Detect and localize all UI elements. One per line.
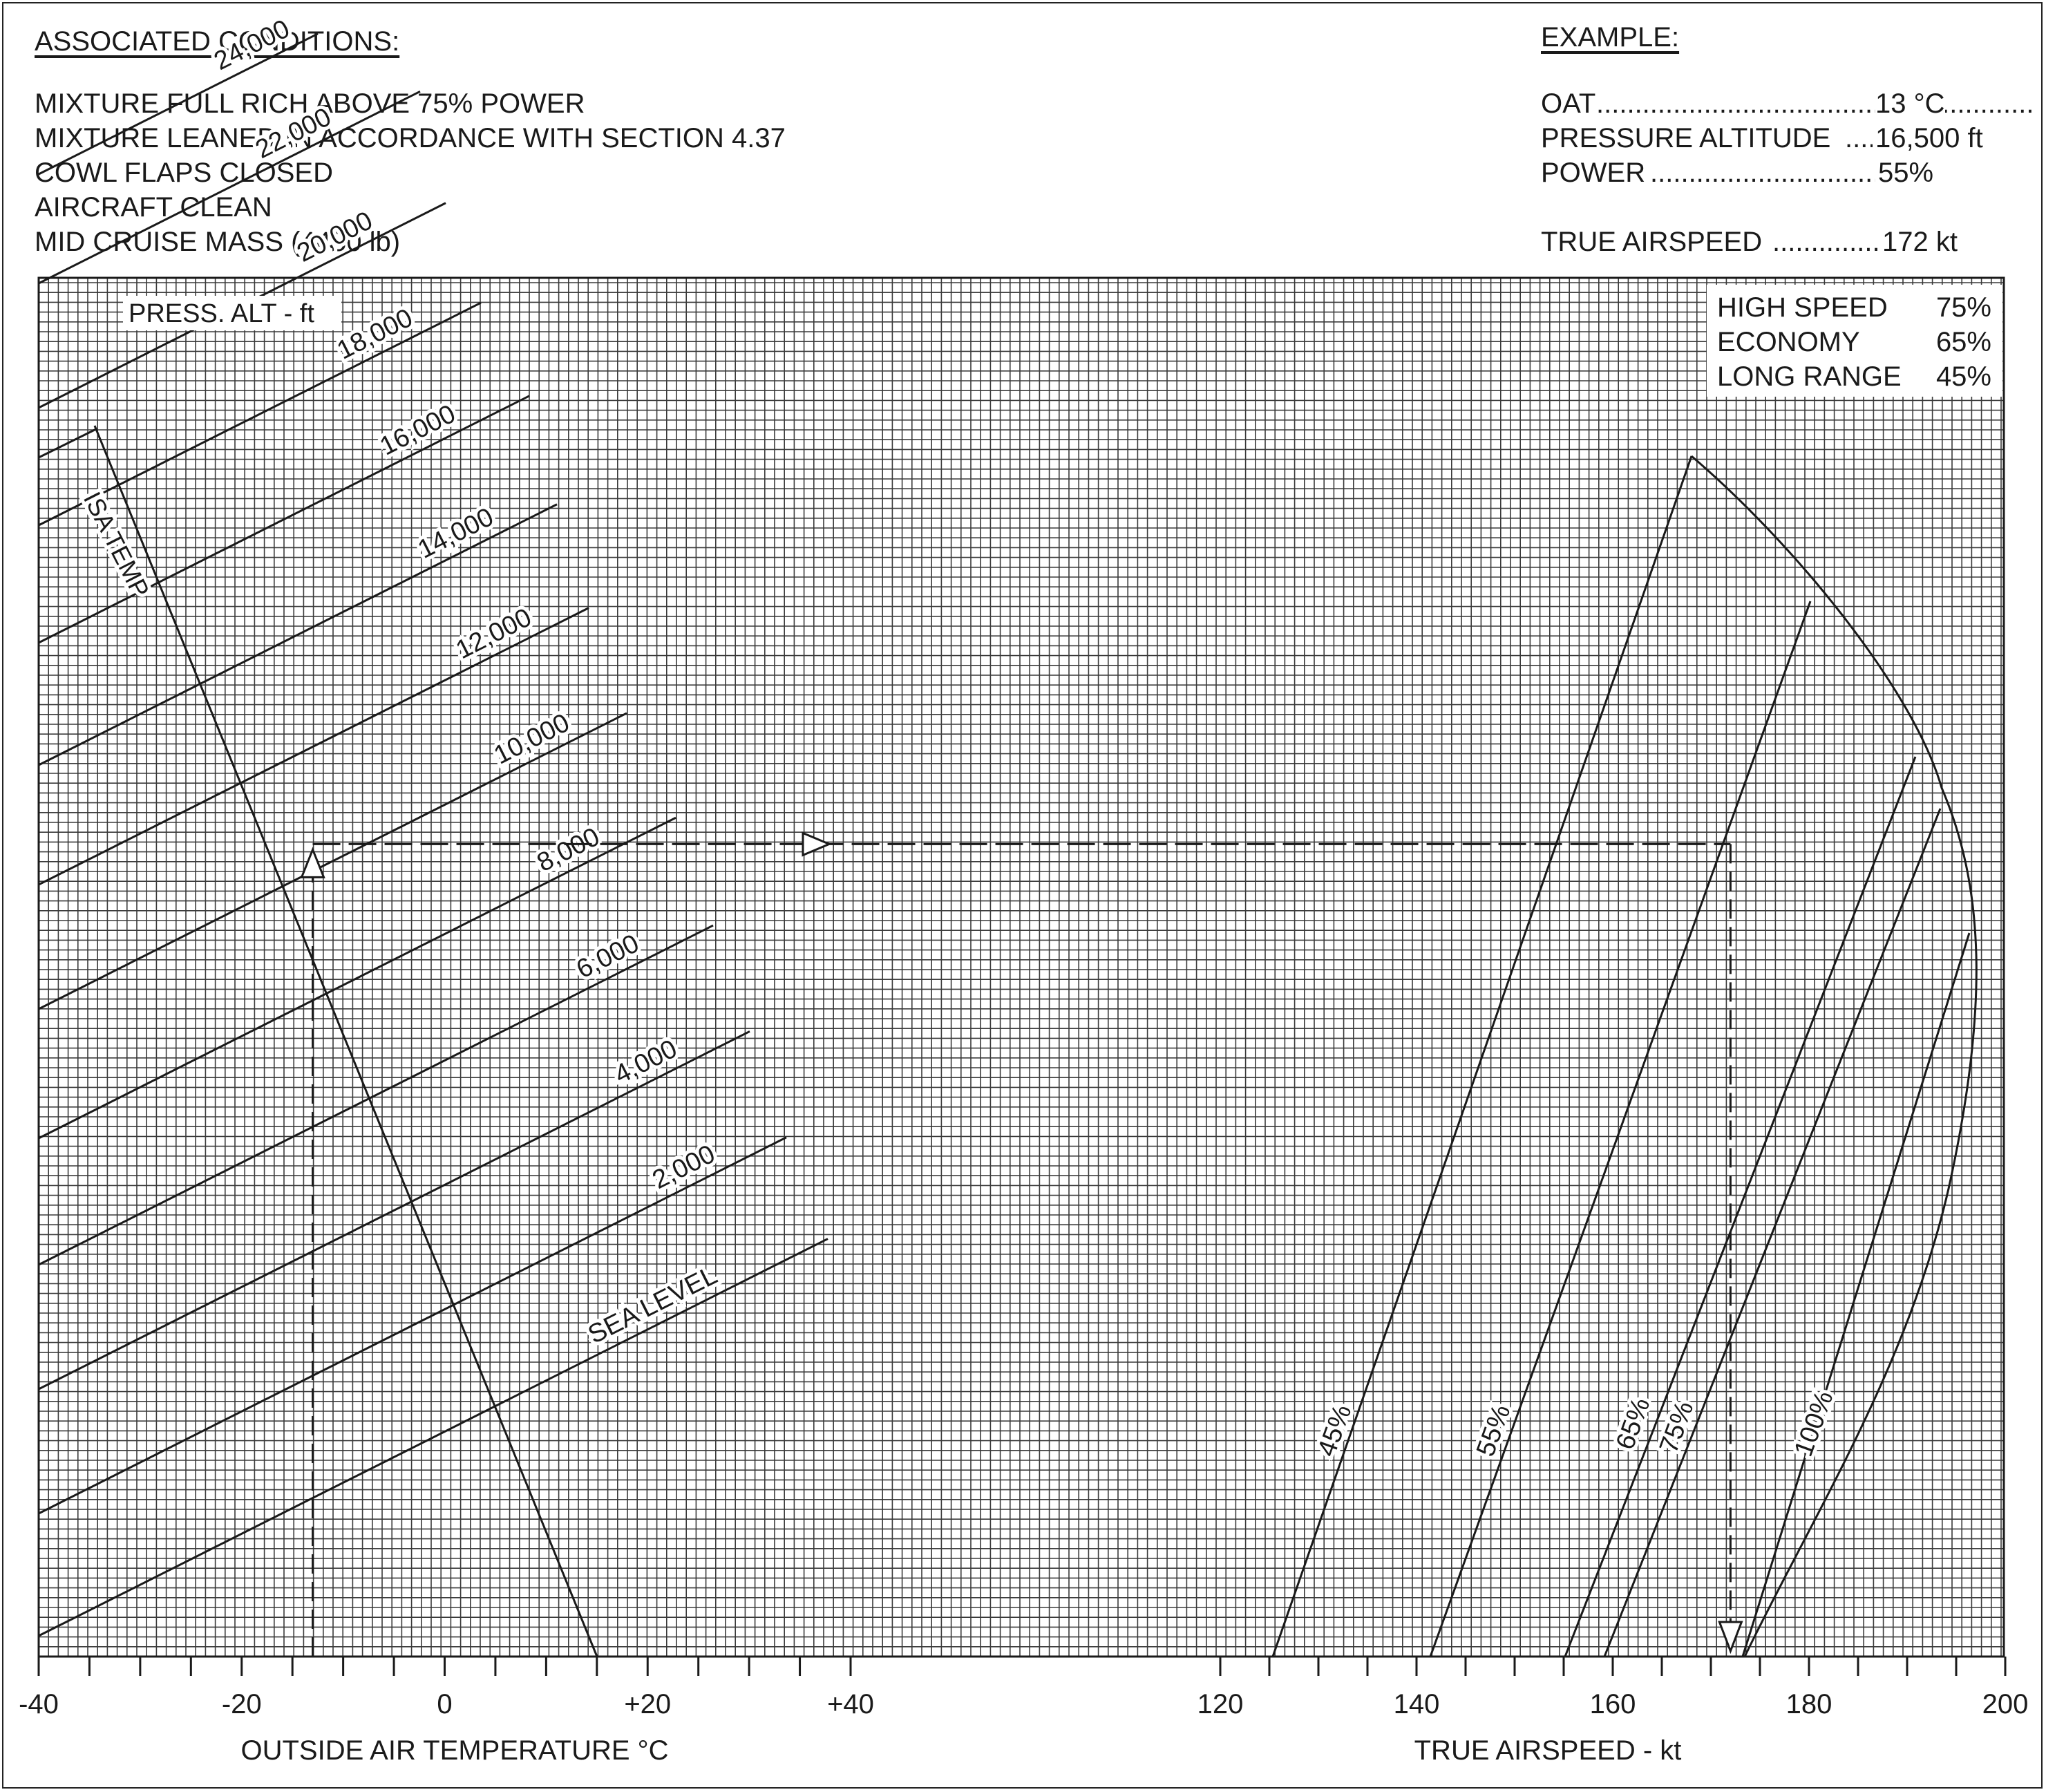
condition-line: MID CRUISE MASS (4450 lb): [35, 227, 401, 257]
altitude-line: [38, 816, 676, 1140]
power-line-55pct: [1429, 601, 1812, 1657]
power-line-75pct: [1603, 808, 1942, 1657]
grid-lines: [38, 278, 2004, 1657]
example-alt-label: PRESSURE ALTITUDE: [1541, 123, 1831, 153]
temp-tick-label: -20: [222, 1689, 262, 1719]
condition-line: MIXTURE FULL RICH ABOVE 75% POWER: [35, 88, 585, 119]
condition-line: MIXTURE LEANED IN ACCORDANCE WITH SECTIO…: [35, 123, 786, 153]
power-line-45pct: [1271, 455, 1693, 1657]
example-path: [300, 831, 1743, 1657]
altitude-line: [38, 607, 589, 886]
condition-line: AIRCRAFT CLEAN: [35, 192, 272, 223]
tas-axis-title: TRUE AIRSPEED - kt: [1414, 1735, 1682, 1766]
chart-labels: PRESS. ALT - ft HIGH SPEED 75% ECONOMY 65% LO…: [123, 285, 2002, 397]
example-tas-row: TRUE AIRSPEED ................ 172 kt: [1541, 228, 2025, 258]
example-tas-label: TRUE AIRSPEED: [1541, 227, 1763, 257]
temp-tick-label: +40: [827, 1689, 874, 1719]
altitude-line: [38, 91, 421, 285]
example-oat-row: OAT ....................................…: [1541, 88, 2034, 120]
example-tas-value: 172 kt: [1882, 227, 1958, 257]
example-alt-value: 16,500 ft: [1875, 123, 1983, 153]
example-heading: EXAMPLE:: [1541, 22, 1680, 53]
altitude-line: [38, 1030, 750, 1390]
tas-tick-label: 160: [1590, 1689, 1636, 1719]
power-setting-value: 75%: [1936, 292, 1991, 323]
power-setting-name: ECONOMY: [1717, 327, 1860, 357]
plot-border: [37, 276, 2005, 1658]
tas-tick-label: 180: [1786, 1689, 1832, 1719]
altitude-line: [38, 1238, 828, 1637]
altitude-line: [38, 395, 530, 644]
example-arrow-down: [1718, 1621, 1743, 1654]
altitude-lines: SEA LEVEL2,0004,0006,0008,00010,00012,00…: [38, 10, 828, 1637]
power-label: 75%: [1654, 1397, 1699, 1457]
leader-dots: ....: [1845, 124, 1873, 152]
power-setting-value: 65%: [1936, 327, 1991, 357]
example-oat-label: OAT: [1541, 88, 1596, 119]
example-oat-value: 13 °C: [1875, 88, 1945, 119]
temp-tick-label: -40: [19, 1689, 59, 1719]
example-power-value: 55%: [1878, 158, 1934, 188]
power-label: 65%: [1611, 1394, 1656, 1453]
power-setting-name: HIGH SPEED: [1717, 292, 1888, 323]
conditions-heading: ASSOCIATED CONDITIONS:: [35, 26, 400, 57]
temp-axis-title: OUTSIDE AIR TEMPERATURE °C: [240, 1735, 668, 1766]
altitude-label: 4,000: [610, 1035, 682, 1090]
altitude-line: [38, 712, 627, 1010]
altitude-line: [38, 32, 319, 176]
isa-line: [38, 425, 598, 1657]
leader-dots: ..................................: [1650, 159, 1875, 187]
ylabel-box: [123, 296, 341, 330]
leader-dots: ........................................…: [1596, 90, 2034, 117]
power-setting-value: 45%: [1936, 361, 1991, 392]
power-line-65pct: [1564, 756, 1917, 1657]
example-arrow-up: [300, 847, 325, 878]
tas-tick-label: 200: [1982, 1689, 2029, 1719]
power-label: 100%: [1789, 1387, 1839, 1460]
chart-grid: [37, 276, 2005, 1658]
altitude-line: [38, 301, 482, 527]
tas-tick-label: 140: [1394, 1689, 1440, 1719]
condition-line: COWL FLAPS CLOSED: [35, 158, 333, 188]
power-line-100pct: [1741, 932, 1971, 1657]
example-power-label: POWER: [1541, 158, 1646, 188]
press-alt-label: PRESS. ALT - ft: [129, 299, 314, 328]
tas-tick-label: 120: [1197, 1689, 1244, 1719]
power-settings-box: [1707, 285, 2002, 397]
altitude-label: 2,000: [648, 1140, 720, 1195]
example-alt-row: PRESSURE ALTITUDE .... 16,500 ft: [1541, 124, 2025, 155]
altitude-line: [38, 503, 558, 766]
temp-tick-label: +20: [624, 1689, 671, 1719]
altitude-line: [38, 924, 714, 1266]
example-arrow-right: [802, 831, 832, 857]
example-power-row: POWER ..................................…: [1541, 159, 2025, 189]
temp-tick-label: 0: [437, 1689, 452, 1719]
limit-curve: [1691, 455, 1978, 1657]
altitude-line: [38, 1136, 787, 1515]
power-setting-name: LONG RANGE: [1717, 361, 1902, 392]
leader-dots: ................: [1772, 228, 1877, 256]
